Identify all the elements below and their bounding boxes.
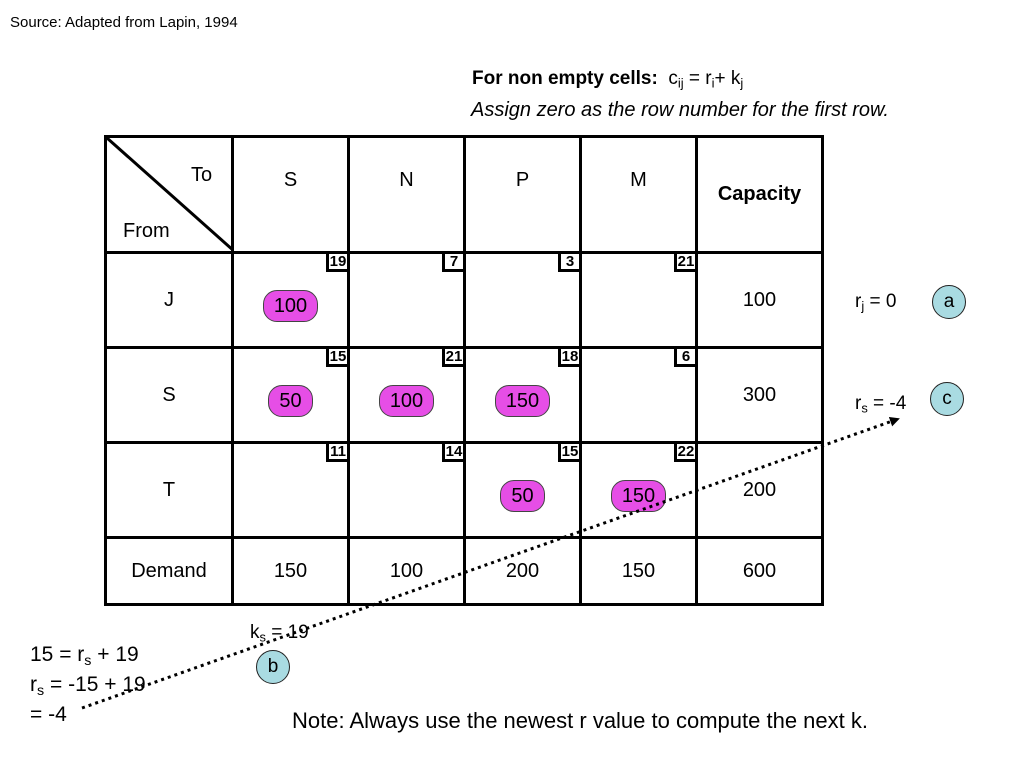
demand-value: 200 [463, 536, 582, 606]
cost-box: 11 [326, 441, 350, 462]
header-m: M [579, 135, 698, 254]
rj-value: rj = 0 [855, 291, 897, 314]
row-label: S [104, 346, 234, 444]
total-value: 600 [695, 536, 824, 606]
cost-box: 7 [442, 251, 466, 272]
rule-assign-text: Assign zero as the row number for the fi… [471, 99, 889, 121]
circle-b: b [256, 650, 290, 684]
equation-line-2: rs = -15 + 19 [30, 673, 146, 699]
cost-box: 22 [674, 441, 698, 462]
row-label: T [104, 441, 234, 539]
row-label: J [104, 251, 234, 349]
demand-label: Demand [104, 536, 234, 606]
cell-s-m: 6 [579, 346, 698, 444]
cost-box: 21 [674, 251, 698, 272]
cell-t-m: 22 150 [579, 441, 698, 539]
cell-t-n: 14 [347, 441, 466, 539]
cost-box: 18 [558, 346, 582, 367]
allocation: 150 [494, 385, 551, 417]
demand-value: 100 [347, 536, 466, 606]
cell-j-n: 7 [347, 251, 466, 349]
cost-box: 3 [558, 251, 582, 272]
demand-value: 150 [231, 536, 350, 606]
cost-box: 15 [326, 346, 350, 367]
cost-box: 19 [326, 251, 350, 272]
header-s: S [231, 135, 350, 254]
equation-line-1: 15 = rs + 19 [30, 643, 139, 669]
cost-box: 14 [442, 441, 466, 462]
header-capacity: Capacity [695, 135, 824, 254]
to-label: To [191, 164, 213, 186]
demand-row: Demand 150 100 200 150 600 [104, 536, 824, 606]
allocation: 100 [262, 290, 319, 322]
cell-j-m: 21 [579, 251, 698, 349]
cost-box: 21 [442, 346, 466, 367]
demand-value: 150 [579, 536, 698, 606]
header-n: N [347, 135, 466, 254]
from-label: From [123, 220, 170, 242]
rule-label: For non empty cells: [472, 68, 658, 89]
cell-j-s: 19 100 [231, 251, 350, 349]
cell-s-p: 18 150 [463, 346, 582, 444]
capacity-value: 300 [695, 346, 824, 444]
allocation: 100 [378, 385, 435, 417]
ks-value: ks = 19 [250, 622, 309, 645]
circle-a: a [932, 285, 966, 319]
cell-s-n: 21 100 [347, 346, 466, 444]
transportation-table: To From S N P M Capacity J 19 100 7 3 21 … [104, 135, 824, 606]
header-row: To From S N P M Capacity [104, 135, 824, 254]
allocation: 50 [500, 480, 545, 512]
allocation: 150 [610, 480, 667, 512]
equation-line-3: = -4 [30, 703, 67, 726]
allocation: 50 [268, 385, 313, 417]
capacity-value: 200 [695, 441, 824, 539]
capacity-value: 100 [695, 251, 824, 349]
note-text: Note: Always use the newest r value to c… [292, 708, 868, 733]
row-j: J 19 100 7 3 21 100 [104, 251, 824, 349]
rule-formula: For non empty cells: cij = ri+ kj [472, 68, 744, 91]
cost-box: 6 [674, 346, 698, 367]
corner-diagonal [107, 138, 234, 251]
cost-box: 15 [558, 441, 582, 462]
rs-value: rs = -4 [855, 393, 907, 416]
corner-cell: To From [104, 135, 234, 254]
circle-c: c [930, 382, 964, 416]
cell-j-p: 3 [463, 251, 582, 349]
header-p: P [463, 135, 582, 254]
cell-t-s: 11 [231, 441, 350, 539]
source-citation: Source: Adapted from Lapin, 1994 [10, 14, 238, 31]
